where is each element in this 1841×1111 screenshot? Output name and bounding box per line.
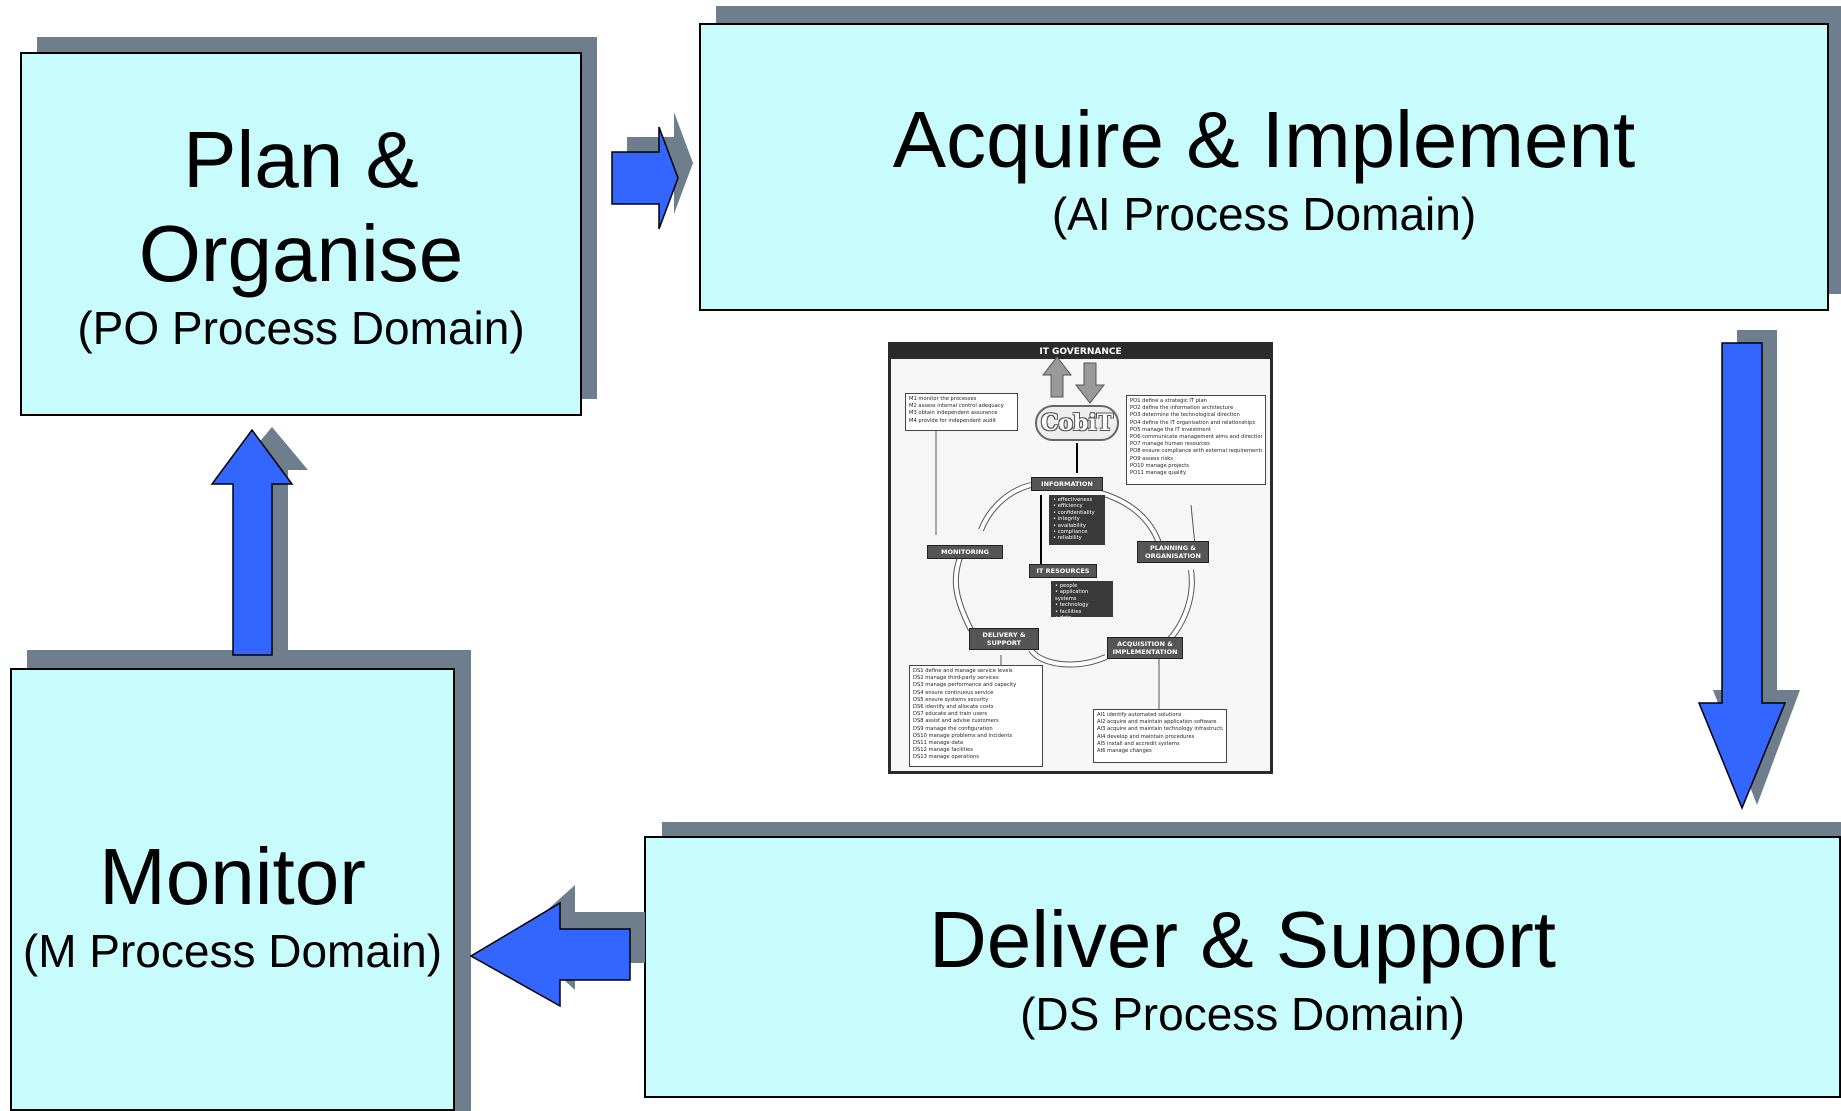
ds-title: Deliver & Support	[929, 895, 1556, 984]
list-item: PO8 ensure compliance with external requ…	[1130, 448, 1262, 455]
list-item: • technology	[1055, 602, 1089, 609]
arrow-ds-to-m	[469, 885, 645, 1008]
it-resources-list: • people • application systems • technol…	[1051, 581, 1113, 621]
acquire-implement-box: Acquire & Implement (AI Process Domain)	[699, 23, 1829, 311]
m-title: Monitor	[99, 832, 366, 921]
bullet-text: integrity	[1057, 516, 1080, 523]
list-item: PO11 manage quality	[1130, 470, 1187, 477]
list-item: DS8 assist and advise customers	[913, 718, 999, 725]
information-criteria-list: • effectiveness • efficiency • confident…	[1049, 495, 1105, 545]
list-item: DS6 identify and allocate costs	[913, 704, 994, 711]
list-item: DS13 manage operations	[913, 754, 979, 761]
list-item: PO6 communicate management aims and dire…	[1130, 434, 1262, 441]
it-resources-node: IT RESOURCES	[1029, 564, 1097, 578]
list-item: DS2 manage third-party services	[913, 675, 999, 682]
delivery-node: DELIVERY & SUPPORT	[969, 628, 1039, 650]
planning-node: PLANNING & ORGANISATION	[1137, 541, 1209, 563]
list-item: • data	[1055, 615, 1072, 622]
list-item: AI6 manage changes	[1097, 748, 1152, 755]
po-subtitle: (PO Process Domain)	[77, 302, 525, 354]
list-item: AI2 acquire and maintain application sof…	[1097, 719, 1217, 726]
list-item: DS4 ensure continuous service	[913, 689, 994, 696]
ds-process-list: DS1 define and manage service levels DS2…	[909, 665, 1043, 767]
po-title: Plan & Organise	[138, 115, 464, 298]
information-node: INFORMATION	[1031, 477, 1103, 491]
list-item: PO4 define the IT organisation and relat…	[1130, 419, 1256, 426]
m-subtitle: (M Process Domain)	[22, 925, 443, 977]
list-item: • compliance	[1053, 529, 1088, 536]
list-item: DS12 manage facilities	[913, 747, 973, 754]
m-process-list: M1 monitor the processes M2 assess inter…	[905, 393, 1018, 431]
bullet-text: application systems	[1055, 589, 1089, 602]
list-item: PO9 assess risks	[1130, 455, 1173, 462]
ai-subtitle: (AI Process Domain)	[1051, 188, 1477, 240]
list-item: • effectiveness	[1053, 497, 1093, 503]
list-item: • availability	[1053, 522, 1086, 529]
bullet-text: confidentiality	[1057, 509, 1095, 516]
list-item: AI4 develop and maintain procedures	[1097, 733, 1195, 740]
list-item: AI1 identify automated solutions	[1097, 712, 1182, 718]
cobit-logo: CobiT	[1035, 405, 1119, 441]
cobit-header: IT GOVERNANCE	[891, 345, 1270, 359]
list-item: PO10 manage projects	[1130, 462, 1189, 469]
bullet-text: effectiveness	[1057, 497, 1093, 503]
plan-organise-box: Plan & Organise (PO Process Domain)	[20, 52, 582, 416]
list-item: PO3 determine the technological directio…	[1130, 412, 1240, 419]
list-item: DS1 define and manage service levels	[913, 668, 1013, 674]
list-item: DS9 manage the configuration	[913, 725, 993, 732]
list-item: M4 provide for independent audit	[909, 417, 997, 424]
bullet-text: data	[1059, 615, 1072, 622]
list-item: • application systems	[1055, 589, 1089, 602]
list-item: DS10 manage problems and incidents	[913, 732, 1013, 739]
list-item: • people	[1055, 583, 1078, 589]
arrow-po-to-ai	[611, 112, 693, 230]
bullet-text: people	[1059, 583, 1078, 589]
list-item: M3 obtain independent assurance	[909, 410, 998, 417]
cobit-framework-image: IT GOVERNANCE CobiT M1 monitor the proce…	[888, 342, 1273, 774]
bullet-text: availability	[1057, 522, 1086, 529]
monitoring-node: MONITORING	[927, 545, 1003, 559]
po-process-list: PO1 define a strategic IT plan PO2 defin…	[1126, 395, 1266, 485]
list-item: • reliability	[1053, 535, 1082, 542]
list-item: • integrity	[1053, 516, 1080, 523]
deliver-support-box: Deliver & Support (DS Process Domain)	[644, 836, 1841, 1098]
cobit-cycle-lines	[935, 356, 1197, 709]
bullet-text: efficiency	[1057, 503, 1083, 510]
list-item: DS3 manage performance and capacity	[913, 682, 1017, 689]
bullet-text: reliability	[1057, 535, 1082, 542]
bullet-text: facilities	[1059, 608, 1082, 615]
list-item: DS7 educate and train users	[913, 711, 988, 718]
list-item: PO1 define a strategic IT plan	[1130, 398, 1207, 404]
list-item: • confidentiality	[1053, 509, 1095, 516]
bullet-text: technology	[1059, 602, 1089, 609]
list-item: DS5 ensure systems security	[913, 696, 989, 703]
list-item: PO5 manage the IT investment	[1130, 426, 1211, 433]
ds-subtitle: (DS Process Domain)	[1020, 988, 1465, 1040]
list-item: PO7 manage human resources	[1130, 441, 1210, 448]
list-item: AI5 install and accredit systems	[1097, 740, 1180, 747]
list-item: DS11 manage data	[913, 740, 964, 747]
list-item: • efficiency	[1053, 503, 1083, 510]
list-item: M1 monitor the processes	[909, 396, 977, 402]
list-item: M2 assess internal control adequacy	[909, 403, 1004, 410]
list-item: • facilities	[1055, 608, 1082, 615]
list-item: AI3 acquire and maintain technology infr…	[1097, 726, 1223, 733]
monitor-box: Monitor (M Process Domain)	[10, 668, 455, 1111]
arrow-ai-to-ds	[1697, 330, 1800, 810]
arrow-m-to-po	[210, 427, 308, 656]
list-item: PO2 define the information architecture	[1130, 405, 1234, 412]
acquisition-node: ACQUISITION & IMPLEMENTATION	[1107, 637, 1183, 659]
bullet-text: compliance	[1057, 529, 1088, 536]
ai-process-list: AI1 identify automated solutions AI2 acq…	[1093, 709, 1227, 763]
ai-title: Acquire & Implement	[892, 95, 1636, 184]
